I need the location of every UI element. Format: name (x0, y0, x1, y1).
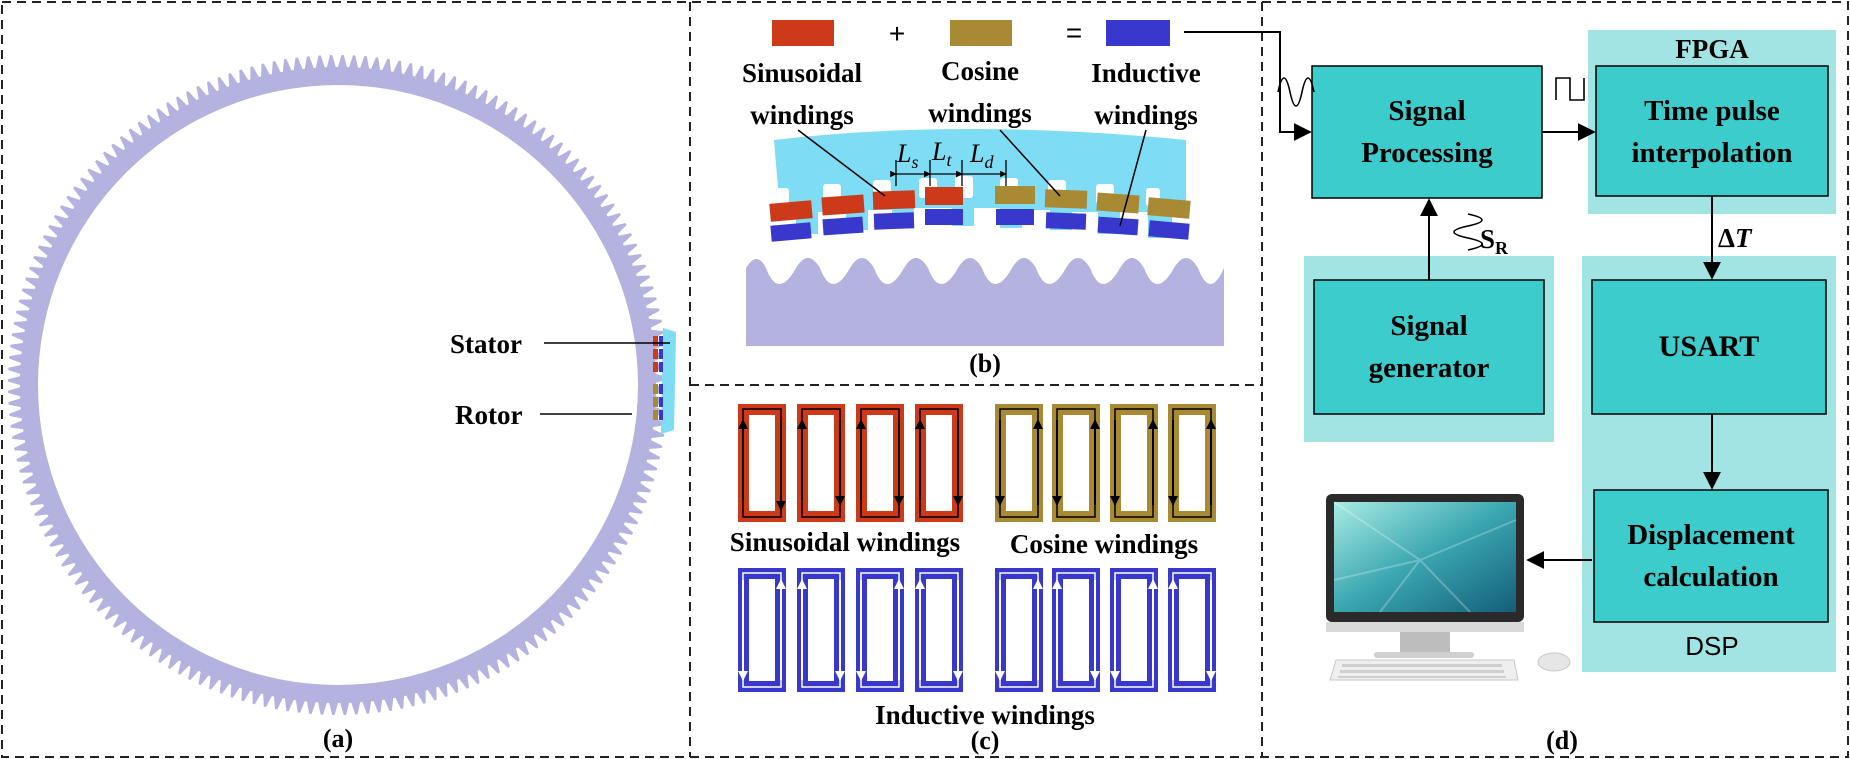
computer-icon (1326, 494, 1571, 681)
usart-label: USART (1659, 330, 1760, 363)
signal-processing-line2: Processing (1361, 137, 1493, 169)
time-pulse-block (1595, 65, 1829, 197)
legend-equals: = (1066, 17, 1082, 48)
panel-c: Sinusoidal windings Cosine windings (730, 404, 1216, 755)
usart-block (1591, 279, 1827, 415)
caption-d: (d) (1546, 726, 1578, 755)
time-pulse-line2: interpolation (1631, 137, 1792, 169)
sinusoidal-label-line2: windings (750, 100, 854, 130)
inductive-windings-title-c: Inductive windings (875, 700, 1095, 730)
stator-segment-a (653, 328, 676, 434)
dim-ld: Ld (969, 139, 994, 172)
displacement-block (1593, 489, 1829, 623)
square-wave-icon (1555, 77, 1585, 101)
legend-sinusoidal-swatch (772, 20, 834, 46)
signal-generator-line1: Signal (1390, 310, 1467, 342)
cosine-label-line1: Cosine (941, 56, 1019, 86)
sr-label: SR (1480, 224, 1509, 258)
legend-cosine-swatch (950, 20, 1012, 46)
signal-processing-block (1311, 65, 1543, 199)
dim-ls: Ls (896, 139, 918, 172)
rotor-cross-section (746, 258, 1224, 346)
signal-generator-block (1313, 279, 1545, 415)
dsp-label: DSP (1685, 631, 1738, 661)
cosine-windings-title-c: Cosine windings (1010, 529, 1198, 559)
delta-t-label: ΔT (1718, 223, 1753, 253)
rotor-ring (8, 55, 668, 715)
sine-wave-icon-input (1277, 77, 1315, 107)
legend-inductive-swatch (1106, 20, 1170, 46)
sinusoidal-windings-title-c: Sinusoidal windings (730, 527, 960, 557)
panel-d: FPGA DSP Signal Processing Time pulse in… (1184, 30, 1836, 755)
stator-label: Stator (450, 329, 522, 359)
displacement-line2: calculation (1643, 561, 1778, 593)
caption-c: (c) (971, 726, 1000, 755)
stator-cross-section (774, 129, 1186, 238)
cosine-coils-c (995, 404, 1216, 522)
panel-b: + = Sinusoidal windings Cosine windings … (742, 17, 1224, 378)
caption-b: (b) (969, 349, 1001, 378)
dimension-arrows (890, 160, 1007, 186)
cosine-label-line2: windings (928, 98, 1032, 128)
panel-b-leaders (797, 129, 1147, 227)
rotor-label: Rotor (455, 400, 522, 430)
sinusoidal-coils-c (738, 404, 963, 522)
signal-processing-line1: Signal (1388, 95, 1465, 127)
inductive-label-line2: windings (1094, 100, 1198, 130)
inductive-coils-c (738, 568, 1216, 692)
signal-generator-line2: generator (1369, 352, 1490, 384)
displacement-line1: Displacement (1627, 519, 1795, 551)
sinusoidal-label-line1: Sinusoidal (742, 58, 863, 88)
time-pulse-line1: Time pulse (1644, 95, 1780, 127)
sine-wave-icon-sr (1453, 213, 1483, 251)
panel-a: Stator Rotor (a) (8, 55, 676, 753)
cosine-windings-b (995, 186, 1191, 219)
fpga-label: FPGA (1675, 34, 1749, 64)
inductive-label-line1: Inductive (1091, 58, 1201, 88)
caption-a: (a) (323, 724, 353, 753)
dim-lt: Lt (931, 137, 952, 170)
inductive-windings-b (770, 209, 1190, 242)
legend-plus: + (889, 18, 905, 49)
